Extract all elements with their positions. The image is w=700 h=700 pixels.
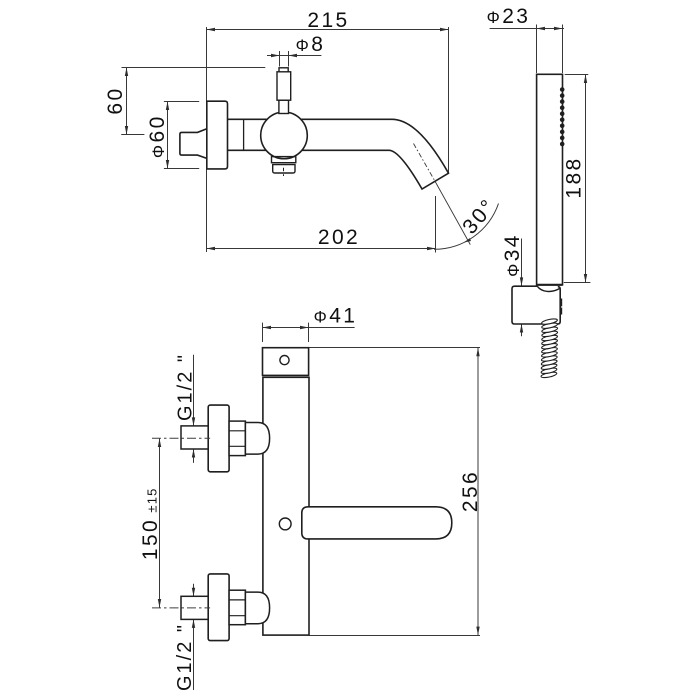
svg-text:Φ23: Φ23 [487, 5, 531, 28]
svg-text:202: 202 [318, 226, 360, 249]
svg-text:Φ8: Φ8 [296, 33, 326, 56]
svg-text:60: 60 [104, 86, 127, 114]
svg-text:Φ34: Φ34 [501, 233, 524, 277]
svg-text:215: 215 [307, 9, 349, 32]
svg-text:G1/2 ": G1/2 " [174, 353, 196, 421]
svg-text:Φ60: Φ60 [146, 114, 169, 158]
svg-text:G1/2 ": G1/2 " [174, 623, 196, 691]
svg-text:256: 256 [459, 470, 482, 512]
svg-text:150: 150 [139, 518, 162, 560]
svg-text:30°: 30° [458, 194, 501, 239]
svg-text:188: 188 [562, 156, 585, 198]
svg-text:±15: ±15 [144, 487, 159, 512]
svg-text:Φ41: Φ41 [314, 304, 358, 327]
